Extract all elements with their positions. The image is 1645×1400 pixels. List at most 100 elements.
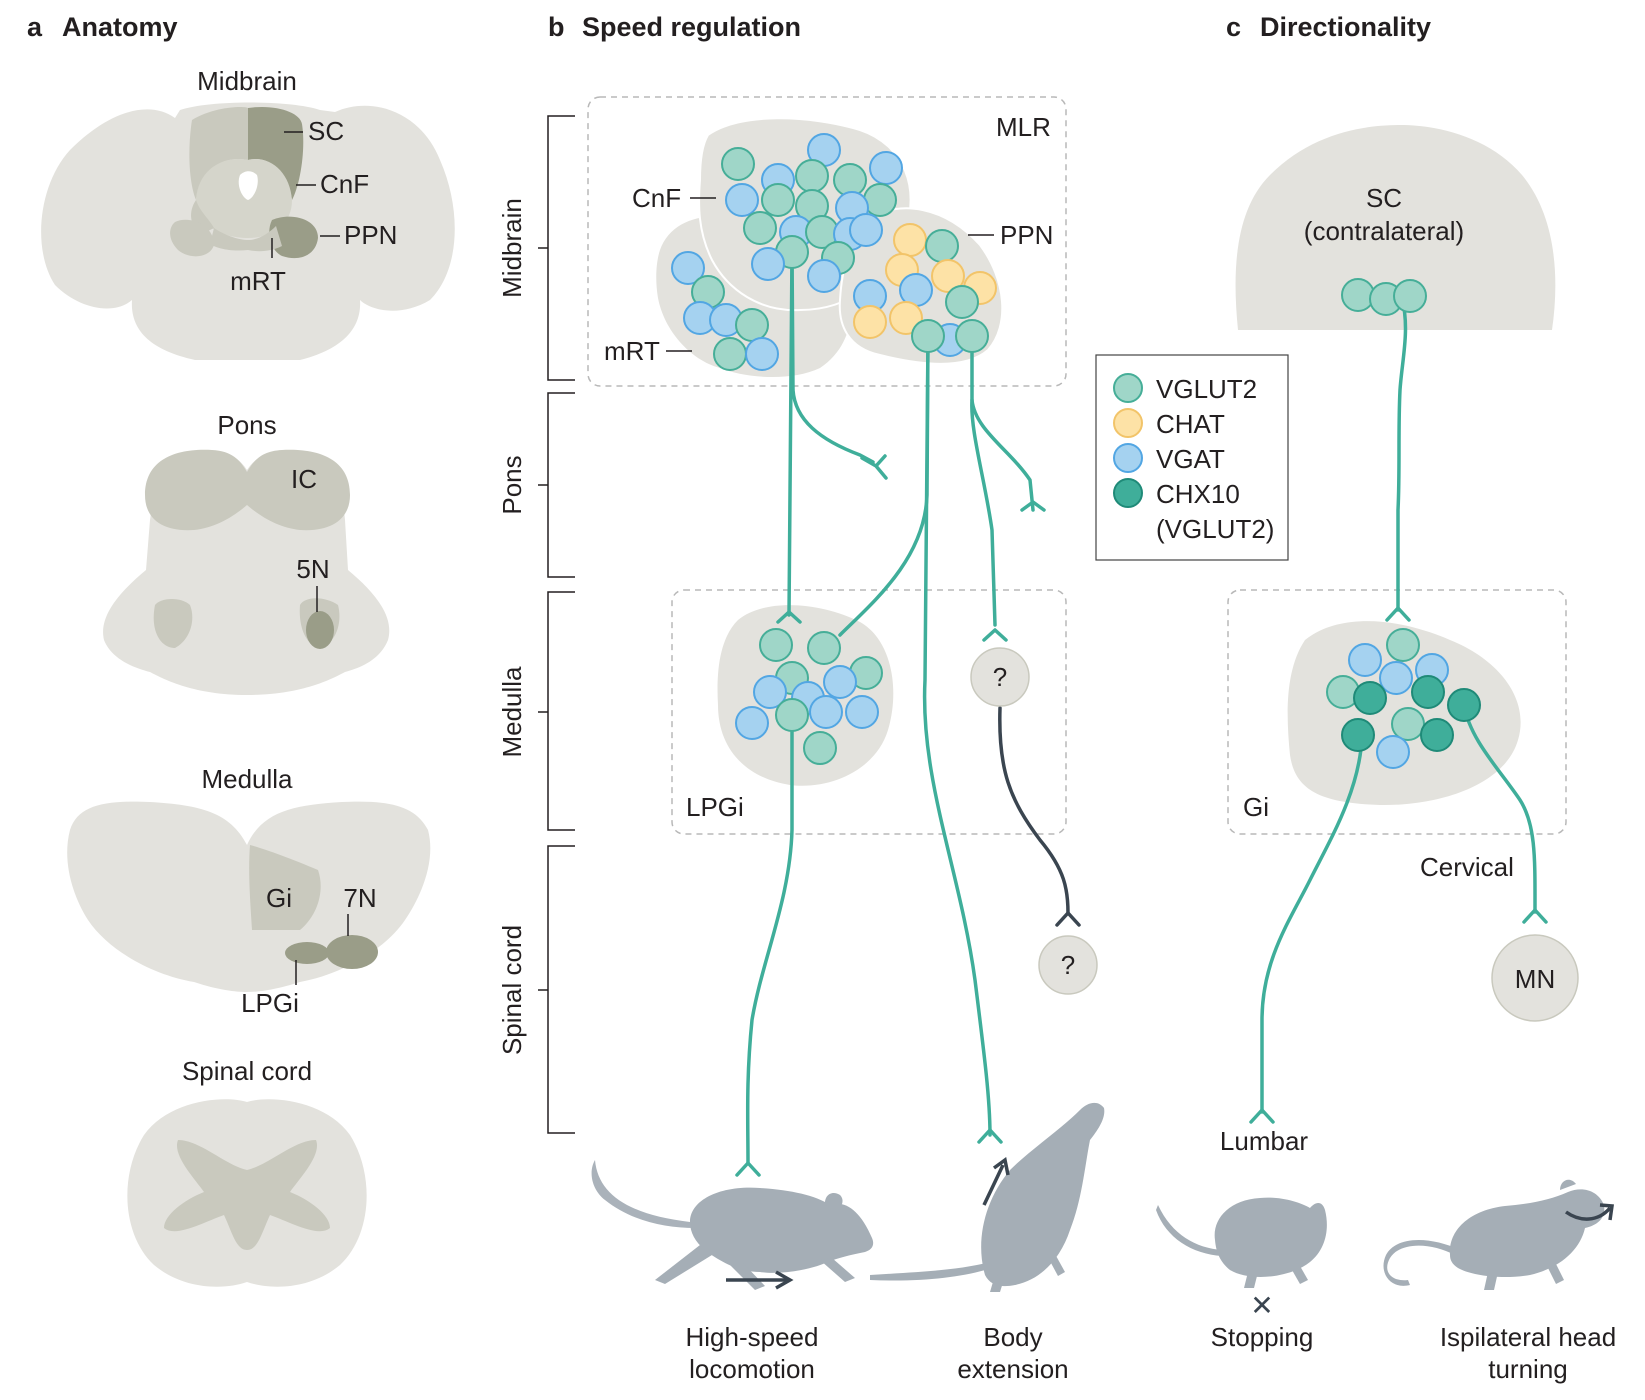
cell <box>853 305 887 339</box>
5n-nucleus <box>306 611 334 649</box>
lumbar-label: Lumbar <box>1220 1126 1308 1156</box>
bracket-spinal <box>547 845 575 1134</box>
outcome-body-2: extension <box>957 1354 1068 1384</box>
cell <box>721 147 755 181</box>
7n-nucleus <box>326 935 378 969</box>
legend-swatch-vgat <box>1113 443 1143 473</box>
terminal-gi <box>1385 606 1411 622</box>
level-medulla: Medulla <box>497 666 527 758</box>
cnf-label: CnF <box>320 169 369 199</box>
ppn-right <box>269 216 318 259</box>
axon-gi-to-cervical <box>1462 703 1537 914</box>
gi-region <box>249 845 321 930</box>
terminal-lumbar <box>1249 1108 1275 1124</box>
axon-mlr-to-pons-branch <box>790 250 875 464</box>
mouse-head-turn-icon <box>1383 1179 1614 1290</box>
sc-label: SC <box>308 116 344 146</box>
sc-cells <box>1341 278 1427 316</box>
medulla-section: Medulla Gi 7N LPGi <box>67 764 431 1018</box>
mrt-label: mRT <box>230 266 286 296</box>
ppn-left <box>170 219 214 257</box>
panel-letter-c: c <box>1226 12 1241 42</box>
pons-section: Pons IC 5N <box>103 410 390 695</box>
mn-label: MN <box>1515 964 1555 994</box>
axon-lpgi-to-spinal <box>745 713 794 1165</box>
cell <box>849 213 883 247</box>
panel-c-title: c Directionality <box>1226 12 1431 42</box>
panel-letter-a: a <box>27 12 43 42</box>
terminal-cervical <box>1522 908 1548 924</box>
legend-swatch-vglut2 <box>1113 373 1143 403</box>
lpgi-box-label: LPGi <box>686 792 744 822</box>
midbrain-core <box>196 158 292 238</box>
unknown-label-spinal: ? <box>1061 950 1075 980</box>
midbrain-section: Midbrain SC CnF PPN mRT <box>41 66 455 360</box>
mlr-label: MLR <box>996 112 1051 142</box>
cell <box>955 319 989 353</box>
terminal-unknown-spinal <box>1055 910 1081 927</box>
outcome-body-1: Body <box>983 1322 1042 1352</box>
lpgi-cells <box>735 628 883 765</box>
cell <box>713 337 747 371</box>
sc-direction-sub: (contralateral) <box>1304 216 1464 246</box>
spinal-cord-section: Spinal cord <box>127 1056 367 1287</box>
axon-ppn-to-unknown <box>970 398 997 627</box>
cell <box>1341 718 1375 752</box>
spinal-cord-title: Spinal cord <box>182 1056 312 1086</box>
level-midbrain: Midbrain <box>497 198 527 298</box>
cell <box>751 247 785 281</box>
ic <box>145 449 350 531</box>
axon-sc-to-gi <box>1396 296 1408 612</box>
cell <box>761 183 795 217</box>
cell <box>809 695 843 729</box>
bracket-midbrain <box>547 115 575 381</box>
cell <box>795 159 829 193</box>
cell <box>743 211 777 245</box>
cell <box>1447 688 1481 722</box>
level-spinal-cord: Spinal cord <box>497 925 527 1055</box>
gi-label: Gi <box>266 883 292 913</box>
ppn-label: PPN <box>344 220 397 250</box>
sc-direction-label: SC <box>1366 183 1402 213</box>
midbrain-title: Midbrain <box>197 66 297 96</box>
cell <box>753 675 787 709</box>
legend-label-vglut2: VGLUT2 <box>1156 374 1257 404</box>
cell <box>759 628 793 662</box>
cell <box>1386 628 1420 662</box>
cell <box>1391 707 1425 741</box>
panel-a-title: a Anatomy <box>27 12 178 42</box>
ppn-nucleus-label: PPN <box>1000 220 1053 250</box>
direction-axons <box>1249 296 1548 1124</box>
cell <box>1353 681 1387 715</box>
cell <box>735 308 769 342</box>
terminal-pons1 <box>860 454 888 480</box>
cell <box>945 285 979 319</box>
terminal-spinal-body <box>977 1128 1003 1144</box>
cell <box>1393 279 1427 313</box>
cell <box>1379 661 1413 695</box>
legend: VGLUT2 CHAT VGAT CHX10 (VGLUT2) <box>1095 354 1289 561</box>
lpgi-label: LPGi <box>241 988 299 1018</box>
panel-letter-b: b <box>548 12 565 42</box>
legend-label-chat: CHAT <box>1156 409 1225 439</box>
mouse-running-icon <box>591 1160 874 1290</box>
axon-mlr-to-lpgi <box>787 250 794 617</box>
sc-contralateral-region <box>1235 125 1556 330</box>
cell <box>735 706 769 740</box>
outcome-stopping: Stopping <box>1211 1322 1314 1352</box>
cell <box>893 223 927 257</box>
mouse-rearing-icon <box>870 1102 1105 1292</box>
cell <box>845 695 879 729</box>
cervical-label: Cervical <box>1420 852 1514 882</box>
panel-title-anatomy: Anatomy <box>62 12 178 42</box>
unknown-target-spinal <box>1038 935 1098 995</box>
aqueduct <box>238 171 258 200</box>
cross-icon: ✕ <box>1250 1289 1273 1322</box>
legend-swatch-chat <box>1113 408 1143 438</box>
axon-ppn-to-pons2 <box>970 334 1035 512</box>
cell <box>725 183 759 217</box>
legend-label-chx10-note: (VGLUT2) <box>1156 514 1274 544</box>
terminal-lpgi <box>776 610 802 624</box>
level-brackets: Midbrain Pons Medulla Spinal cord <box>497 115 575 1134</box>
cell <box>1411 675 1445 709</box>
